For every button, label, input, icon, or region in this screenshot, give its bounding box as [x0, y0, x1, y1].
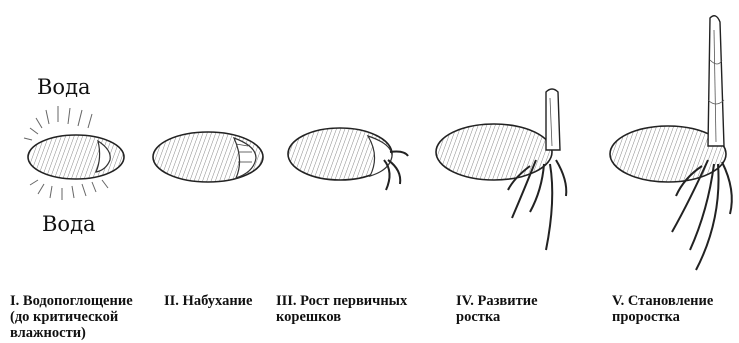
stage-5-caption: V. Становление проростка	[612, 293, 713, 325]
seed-stage-4	[436, 89, 566, 250]
water-label-bottom: Вода	[42, 212, 96, 236]
seed-stage-1	[24, 106, 124, 200]
seed-stage-3	[288, 128, 408, 190]
stage-1-caption: I. Водопоглощение (до критической влажно…	[10, 293, 133, 341]
seed-stage-5	[610, 16, 732, 270]
water-label-top: Вода	[37, 75, 91, 99]
stage-4-caption: IV. Развитие ростка	[456, 293, 538, 325]
seed-stage-2	[153, 132, 263, 182]
stage-3-caption: III. Рост первичных корешков	[276, 293, 407, 325]
stage-2-caption: II. Набухание	[164, 293, 252, 309]
